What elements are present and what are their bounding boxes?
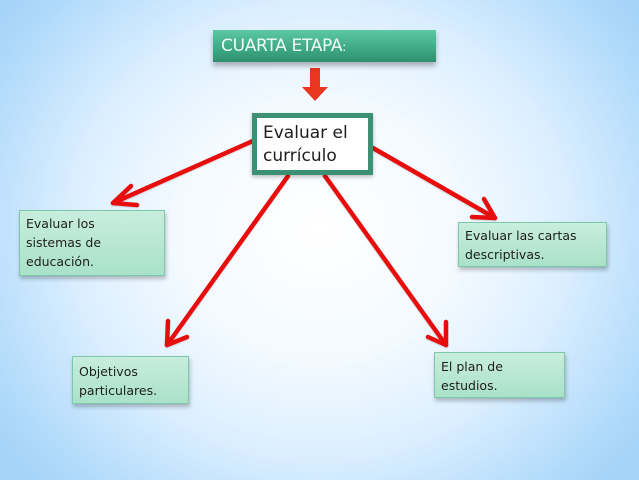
node-text-line: particulares.: [79, 383, 158, 398]
stage-title: CUARTA ETAPA:: [213, 30, 436, 62]
node-plan-estudios: El plan de estudios.: [434, 352, 565, 398]
arrow-to-bottom-left-node: [164, 173, 291, 348]
node-text-line: sistemas de: [26, 235, 102, 250]
stage-title-text: CUARTA ETAPA: [221, 36, 343, 56]
arrow-to-bottom-right-node: [322, 173, 449, 348]
center-node-line: Evaluar el: [263, 123, 348, 143]
down-arrow-icon: [302, 68, 328, 101]
node-text-line: Objetivos: [79, 364, 138, 379]
node-text-line: estudios.: [441, 378, 498, 393]
node-evaluar-sistemas: Evaluar los sistemas de educación.: [19, 210, 165, 276]
node-evaluar-cartas: Evaluar las cartas descriptivas.: [458, 222, 607, 267]
arrow-to-right-node: [370, 145, 498, 221]
node-text-line: Evaluar los: [26, 216, 95, 231]
node-objetivos: Objetivos particulares.: [72, 356, 189, 404]
node-text-line: Evaluar las cartas: [465, 228, 577, 243]
arrow-to-left-node: [110, 137, 258, 208]
stage-title-colon: :: [342, 40, 346, 54]
node-text-line: El plan de: [441, 359, 503, 374]
center-node: Evaluar el currículo: [252, 113, 373, 175]
center-node-line: currículo: [263, 146, 337, 166]
node-text-line: educación.: [26, 254, 94, 269]
node-text-line: descriptivas.: [465, 247, 545, 262]
